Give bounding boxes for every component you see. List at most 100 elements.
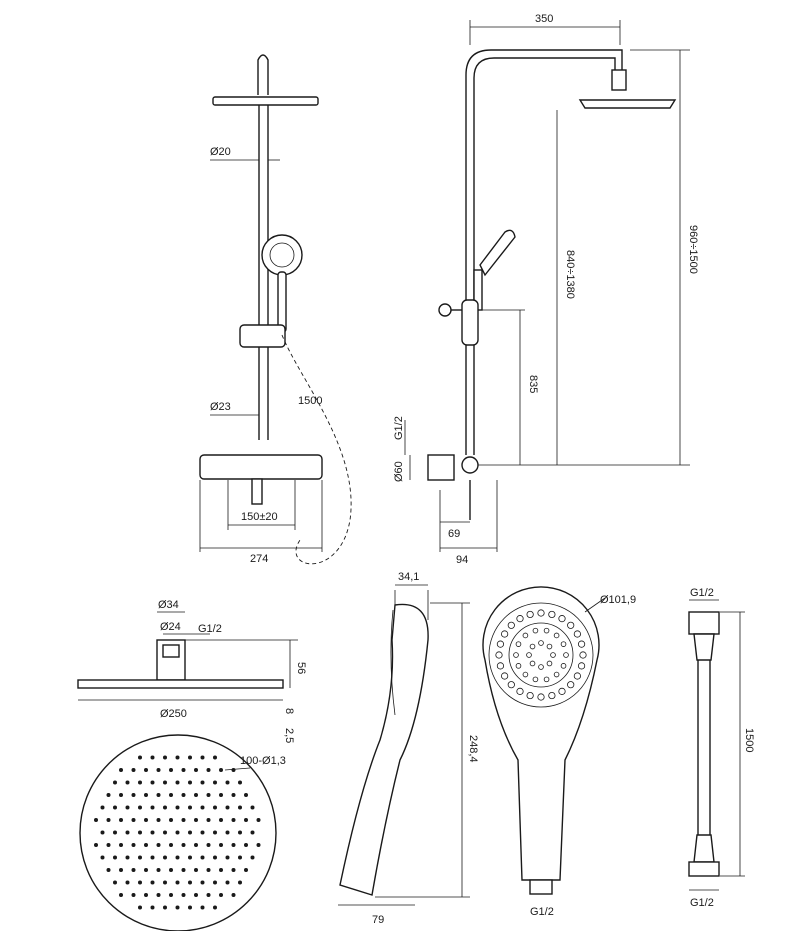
nozzle-hole bbox=[194, 843, 198, 847]
nozzle-hole bbox=[181, 793, 186, 797]
nozzle-hole bbox=[150, 755, 155, 760]
spray-nozzle bbox=[577, 662, 586, 670]
nozzle-hole bbox=[106, 843, 111, 847]
label-width: 274 bbox=[250, 553, 268, 565]
hose-path bbox=[281, 334, 352, 565]
nozzle-hole bbox=[113, 855, 117, 860]
nozzle-hole bbox=[156, 818, 161, 822]
nozzle-hole bbox=[138, 880, 142, 885]
spray-nozzle bbox=[516, 687, 524, 695]
nozzle-hole bbox=[131, 768, 136, 772]
nozzle-hole bbox=[238, 880, 242, 885]
nozzle-hole bbox=[138, 830, 142, 835]
nozzle-hole bbox=[200, 755, 205, 760]
spray-nozzle bbox=[558, 687, 566, 695]
nozzle-hole bbox=[213, 905, 217, 910]
label-length: 248,4 bbox=[467, 735, 479, 763]
spray-nozzle bbox=[560, 663, 567, 669]
nozzle-hole bbox=[219, 868, 223, 872]
label-head-diameter: Ø250 bbox=[160, 708, 187, 720]
nozzle-hole bbox=[119, 893, 123, 897]
label-hose-detail-length: 1500 bbox=[743, 728, 755, 752]
label-offset-total: 94 bbox=[456, 554, 468, 566]
nozzle-holes bbox=[94, 755, 261, 910]
nozzle-hole bbox=[125, 855, 130, 860]
spray-nozzle bbox=[507, 681, 515, 689]
spray-nozzle bbox=[515, 641, 522, 647]
spray-nozzle bbox=[537, 609, 545, 617]
nozzle-hole bbox=[175, 880, 180, 885]
spray-nozzle bbox=[516, 615, 524, 623]
spray-nozzle bbox=[553, 671, 560, 678]
spray-nozzle bbox=[560, 641, 567, 647]
nozzle-hole bbox=[238, 855, 242, 860]
spray-nozzle bbox=[495, 651, 503, 659]
spray-nozzle bbox=[496, 640, 505, 648]
spray-nozzle bbox=[543, 676, 550, 683]
nozzle-hole bbox=[131, 818, 136, 822]
label-holder-height: 835 bbox=[527, 375, 539, 393]
nozzle-hole bbox=[156, 893, 161, 897]
spray-nozzle bbox=[563, 652, 569, 658]
spray-nozzle bbox=[526, 691, 534, 700]
label-shower-width: 79 bbox=[372, 914, 384, 926]
spray-nozzle bbox=[501, 630, 509, 638]
spray-nozzle bbox=[573, 672, 581, 680]
rain-head-detail: Ø34 Ø24 G1/2 56 Ø250 8 2,5 100-Ø1,3 bbox=[77, 599, 307, 931]
nozzle-hole bbox=[144, 818, 148, 822]
spray-nozzle bbox=[532, 676, 539, 683]
nozzle-hole bbox=[200, 805, 205, 810]
spray-nozzles bbox=[495, 609, 587, 701]
nozzle-hole bbox=[231, 818, 236, 822]
spray-nozzle bbox=[522, 632, 529, 639]
nozzle-hole bbox=[175, 805, 180, 810]
label-depth: 34,1 bbox=[398, 571, 419, 583]
label-hand-thread: G1/2 bbox=[530, 906, 554, 918]
nozzle-hole bbox=[200, 830, 205, 835]
nozzle-hole bbox=[175, 855, 180, 860]
nozzle-hole bbox=[150, 855, 155, 860]
spray-nozzle bbox=[515, 663, 522, 669]
side-view: 350 960÷1500 840÷1380 835 G1/2 Ø60 69 94 bbox=[393, 13, 699, 566]
label-rain-thread: G1/2 bbox=[198, 623, 222, 635]
nozzle-hole bbox=[163, 780, 167, 785]
label-rain-height: 56 bbox=[295, 662, 307, 674]
nozzle-hole bbox=[238, 780, 242, 785]
spray-nozzle bbox=[546, 643, 553, 650]
spray-nozzle bbox=[501, 672, 509, 680]
nozzle-hole bbox=[206, 893, 211, 897]
spray-nozzle bbox=[522, 671, 529, 678]
nozzle-hole bbox=[219, 768, 223, 772]
nozzle-hole bbox=[213, 830, 217, 835]
hose-nut-top bbox=[688, 611, 720, 635]
nozzle-hole bbox=[163, 755, 167, 760]
nozzle-hole bbox=[169, 793, 173, 797]
nozzle-hole bbox=[163, 905, 167, 910]
nozzle-hole bbox=[125, 830, 130, 835]
nozzle-hole bbox=[100, 830, 105, 835]
label-hand-head-diameter: Ø101,9 bbox=[600, 594, 636, 606]
nozzle-hole bbox=[231, 843, 236, 847]
nozzle-hole bbox=[194, 768, 198, 772]
spray-nozzle bbox=[526, 610, 534, 619]
nozzle-hole bbox=[119, 818, 123, 822]
nozzle-hole bbox=[169, 768, 173, 772]
nozzle-hole bbox=[169, 868, 173, 872]
nozzle-hole bbox=[181, 818, 186, 822]
label-inner-diameter: Ø24 bbox=[160, 621, 181, 633]
nozzle-hole bbox=[219, 818, 223, 822]
nozzle-hole bbox=[188, 780, 192, 785]
nozzle-hole bbox=[225, 780, 230, 785]
nozzle-hole bbox=[119, 843, 123, 847]
label-total-height: 960÷1500 bbox=[687, 225, 699, 274]
nozzle-hole bbox=[188, 880, 192, 885]
nozzle-hole bbox=[256, 843, 261, 847]
nozzle-hole bbox=[113, 880, 117, 885]
label-mixer-pipe: Ø23 bbox=[210, 401, 231, 413]
nozzle-hole bbox=[238, 805, 242, 810]
spray-nozzle bbox=[529, 660, 536, 667]
label-thread: G1/2 bbox=[393, 416, 405, 440]
shower-arm-top bbox=[257, 54, 269, 95]
spray-nozzle bbox=[532, 627, 539, 634]
